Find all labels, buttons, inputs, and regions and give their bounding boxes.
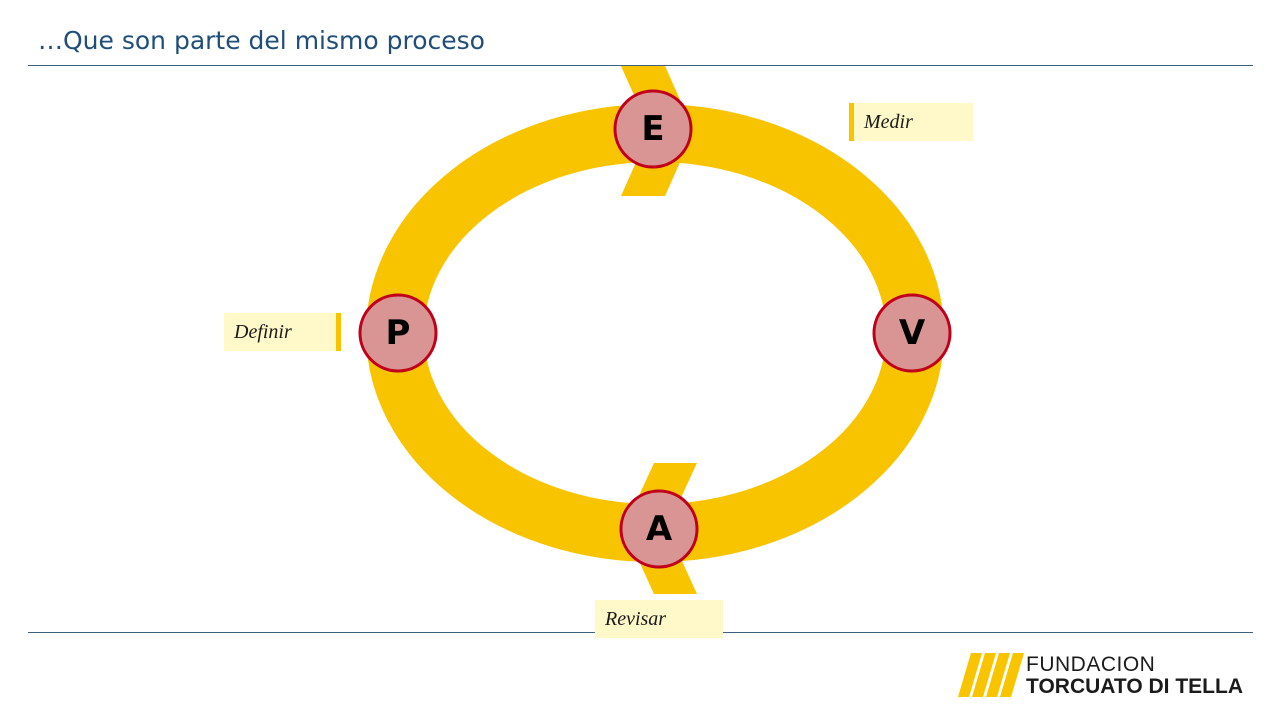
node-v-letter: V xyxy=(899,313,926,353)
callout-revisar: Revisar xyxy=(595,600,723,638)
node-a: A xyxy=(619,489,699,569)
fundacion-torcuato-di-tella-logo: FUNDACION TORCUATO DI TELLA xyxy=(958,650,1258,700)
node-p-circle xyxy=(358,293,438,373)
node-a-letter: A xyxy=(646,509,673,549)
callout-definir: Definir xyxy=(224,313,341,351)
logo-stripes-icon xyxy=(958,653,1024,697)
node-e-circle xyxy=(613,89,693,169)
node-e: E xyxy=(613,89,693,169)
callout-medir: Medir xyxy=(849,103,973,141)
callout-revisar-label: Revisar xyxy=(605,608,667,630)
node-a-circle xyxy=(619,489,699,569)
logo-line-torcuato-di-tella: TORCUATO DI TELLA xyxy=(1026,675,1243,698)
node-v-circle xyxy=(872,293,952,373)
logo-line-fundacion: FUNDACION xyxy=(1026,653,1156,676)
node-p: P xyxy=(358,293,438,373)
node-p-letter: P xyxy=(386,313,411,353)
node-v: V xyxy=(872,293,952,373)
callout-definir-label: Definir xyxy=(234,321,292,343)
callout-medir-label: Medir xyxy=(864,111,913,133)
node-e-letter: E xyxy=(641,109,664,149)
callout-accent-bar xyxy=(336,313,341,351)
top-divider xyxy=(28,65,1253,66)
slide-title: …Que son parte del mismo proceso xyxy=(38,26,485,55)
callout-accent-bar xyxy=(849,103,854,141)
